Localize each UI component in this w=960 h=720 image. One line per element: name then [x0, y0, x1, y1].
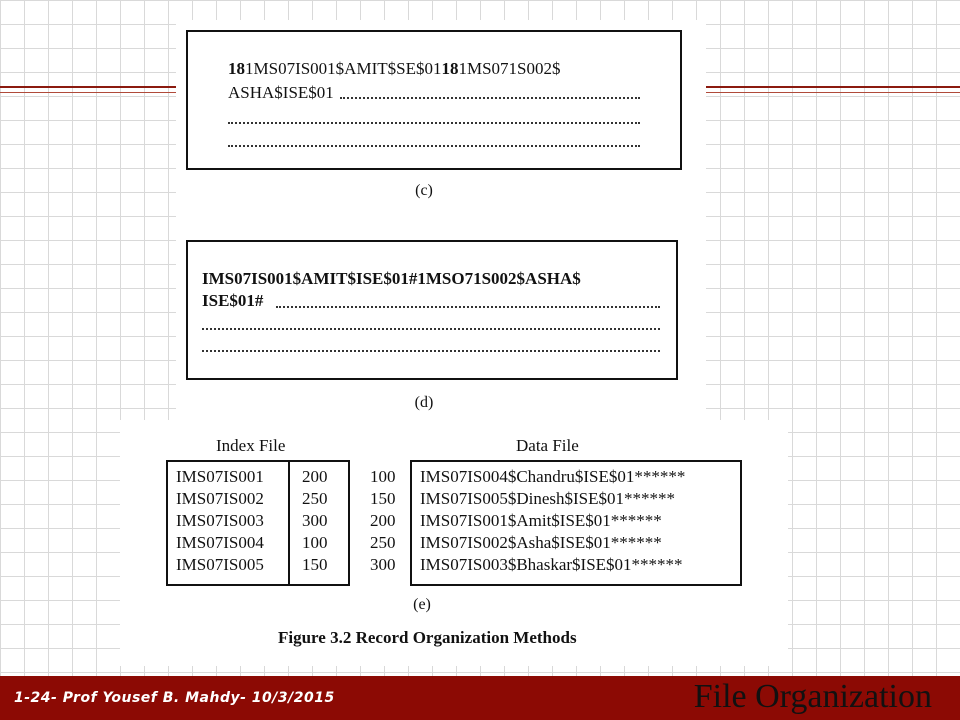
index-file-table: [166, 460, 350, 586]
record-box-d: IMS07IS001$AMIT$ISE$01#1MSO71S002$ASHA$ …: [186, 240, 678, 380]
subfigure-label-e: (e): [413, 596, 431, 613]
subfigure-label-c: (c): [415, 182, 433, 199]
index-address: 250: [302, 489, 328, 508]
data-offset: 100: [370, 467, 396, 486]
slide-rule-right-thin: [706, 92, 960, 93]
dotted-line: [228, 122, 640, 124]
record-c-part: 1MS07IS001$AMIT$SE$01: [245, 59, 442, 78]
data-offset: 150: [370, 489, 396, 508]
record-c-part: 18: [228, 59, 245, 78]
dotted-line: [276, 306, 660, 308]
data-offset: 200: [370, 511, 396, 530]
slide-footer: 1-24- Prof Yousef B. Mahdy- 10/3/2015 Fi…: [0, 676, 960, 720]
index-address: 150: [302, 555, 328, 574]
record-c-line1: 181MS07IS001$AMIT$SE$01181MS071S002$: [228, 58, 561, 79]
data-record: IMS07IS003$Bhaskar$ISE$01******: [420, 555, 683, 574]
slide-rule-right: [706, 86, 960, 88]
slide-rule-left-thin: [0, 92, 176, 93]
data-record: IMS07IS005$Dinesh$ISE$01******: [420, 489, 676, 508]
data-file-title: Data File: [516, 436, 579, 455]
record-box-c: 181MS07IS001$AMIT$SE$01181MS071S002$ ASH…: [186, 30, 682, 170]
data-record: IMS07IS001$Amit$ISE$01******: [420, 511, 662, 530]
subfigure-label-d: (d): [414, 394, 434, 411]
index-key: IMS07IS005: [176, 555, 264, 574]
record-c-part: 1MS071S002$: [458, 59, 561, 78]
dotted-line: [202, 350, 660, 352]
data-record: IMS07IS002$Asha$ISE$01******: [420, 533, 662, 552]
dotted-line: [202, 328, 660, 330]
index-key: IMS07IS001: [176, 467, 264, 486]
data-offset: 300: [370, 555, 396, 574]
index-table-divider: [288, 460, 290, 584]
index-address: 100: [302, 533, 328, 552]
index-key: IMS07IS002: [176, 489, 264, 508]
data-offset: 250: [370, 533, 396, 552]
index-key: IMS07IS004: [176, 533, 264, 552]
footer-author-date: 1-24- Prof Yousef B. Mahdy- 10/3/2015: [14, 690, 335, 706]
data-record: IMS07IS004$Chandru$ISE$01******: [420, 467, 686, 486]
index-key: IMS07IS003: [176, 511, 264, 530]
data-file-table: [410, 460, 742, 586]
record-c-part: 18: [441, 59, 459, 78]
index-address: 200: [302, 467, 328, 486]
record-d-line2: ISE$01#: [202, 291, 264, 310]
index-file-title: Index File: [216, 436, 286, 455]
record-c-line2: ASHA$ISE$01: [228, 83, 334, 102]
record-d-line1: IMS07IS001$AMIT$ISE$01#1MSO71S002$ASHA$: [202, 269, 581, 288]
figure-scan-top: 181MS07IS001$AMIT$SE$01181MS071S002$ ASH…: [176, 20, 706, 420]
index-address: 300: [302, 511, 328, 530]
figure-caption: Figure 3.2 Record Organization Methods: [278, 628, 577, 647]
dotted-line: [228, 145, 640, 147]
footer-title: File Organization: [693, 678, 932, 715]
slide-rule-left: [0, 86, 176, 88]
dotted-line: [340, 97, 640, 99]
